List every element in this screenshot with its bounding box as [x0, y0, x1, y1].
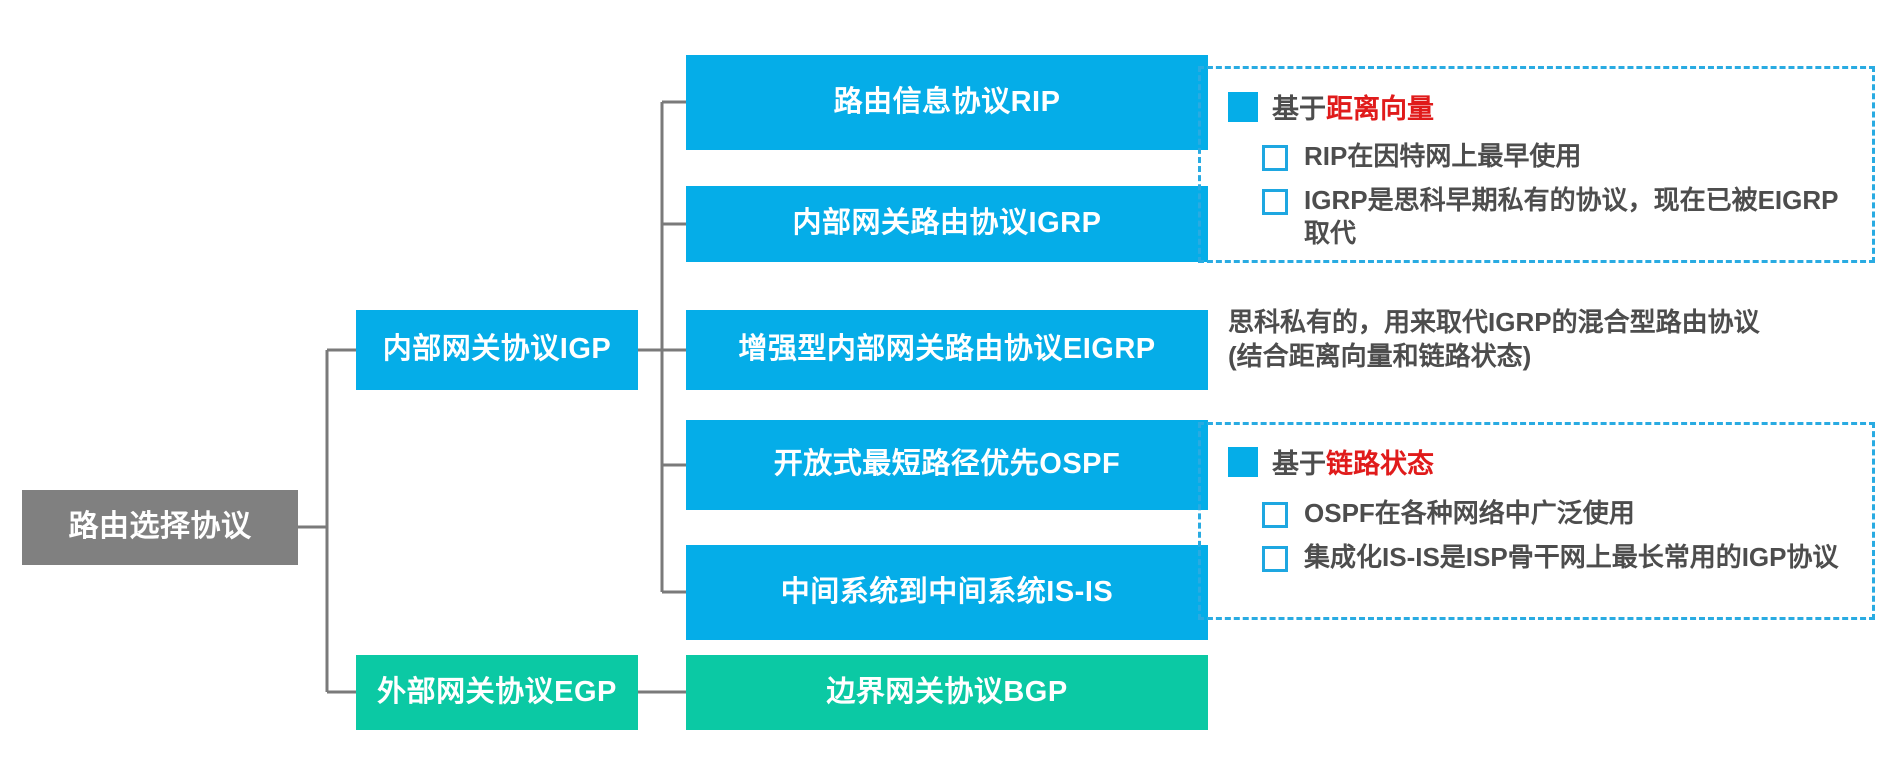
legend-swatch-icon [1228, 446, 1258, 477]
annotation-heading-highlight: 距离向量 [1326, 94, 1434, 124]
checkbox-icon[interactable] [1262, 189, 1288, 215]
branch-node-egp[interactable]: 外部网关协议EGP [356, 655, 638, 730]
annotation-panel-link-state [1198, 422, 1875, 620]
annotation-item-text: IGRP是思科早期私有的协议，现在已被EIGRP取代 [1304, 185, 1839, 249]
annotation-item-text: 集成化IS-IS是ISP骨干网上最长常用的IGP协议 [1304, 542, 1839, 572]
checkbox-icon[interactable] [1262, 546, 1288, 572]
annotation-item-rip: RIP在因特网上最早使用 [1262, 140, 1862, 173]
annotation-heading-prefix: 基于 [1272, 449, 1326, 479]
protocol-node-bgp[interactable]: 边界网关协议BGP [686, 655, 1208, 730]
legend-swatch-icon [1228, 91, 1258, 122]
annotation-text-line-2: (结合距离向量和链路状态) [1228, 340, 1532, 371]
protocol-node-rip[interactable]: 路由信息协议RIP [686, 55, 1208, 150]
branch-node-igp[interactable]: 内部网关协议IGP [356, 310, 638, 390]
checkbox-icon[interactable] [1262, 145, 1288, 171]
annotation-text-eigrp: 思科私有的，用来取代IGRP的混合型路由协议 (结合距离向量和链路状态) [1228, 306, 1888, 374]
root-node[interactable]: 路由选择协议 [22, 490, 298, 565]
annotation-item-igrp: IGRP是思科早期私有的协议，现在已被EIGRP取代 [1262, 184, 1862, 251]
annotation-heading-distance-vector: 基于 距离向量 [1228, 87, 1434, 126]
annotation-heading-highlight: 链路状态 [1326, 449, 1434, 479]
annotation-item-text: RIP在因特网上最早使用 [1304, 141, 1582, 171]
annotation-item-isis: 集成化IS-IS是ISP骨干网上最长常用的IGP协议 [1262, 541, 1862, 574]
annotation-heading-prefix: 基于 [1272, 94, 1326, 124]
protocol-node-igrp[interactable]: 内部网关路由协议IGRP [686, 186, 1208, 262]
annotation-heading-link-state: 基于 链路状态 [1228, 442, 1434, 481]
checkbox-icon[interactable] [1262, 502, 1288, 528]
annotation-text-line-1: 思科私有的，用来取代IGRP的混合型路由协议 [1228, 307, 1760, 337]
protocol-node-isis[interactable]: 中间系统到中间系统IS-IS [686, 545, 1208, 640]
annotation-item-text: OSPF在各种网络中广泛使用 [1304, 498, 1635, 528]
annotation-item-ospf: OSPF在各种网络中广泛使用 [1262, 497, 1862, 530]
protocol-node-ospf[interactable]: 开放式最短路径优先OSPF [686, 420, 1208, 510]
protocol-node-eigrp[interactable]: 增强型内部网关路由协议EIGRP [686, 310, 1208, 390]
annotation-panel-distance-vector [1198, 66, 1875, 263]
